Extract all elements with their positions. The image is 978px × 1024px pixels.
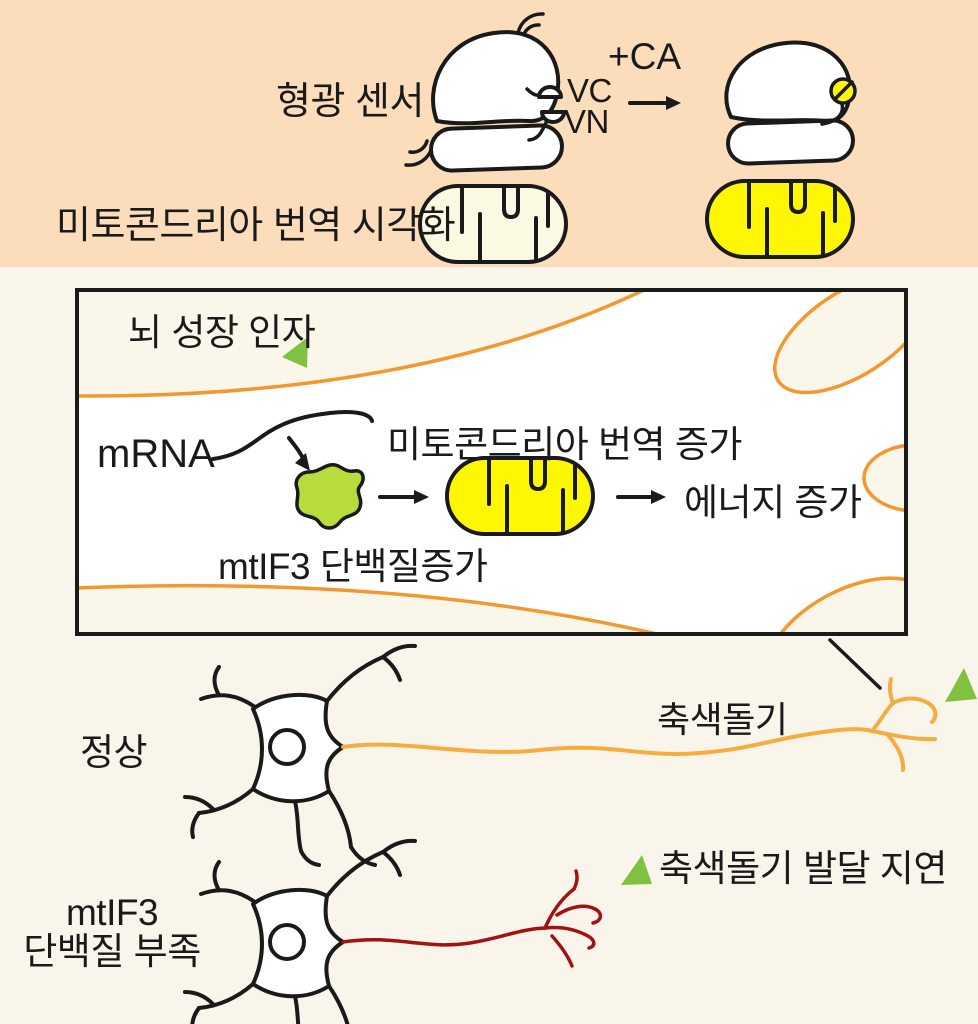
normal-axon: [341, 677, 938, 772]
ca-arrow-icon: [628, 96, 681, 110]
energy-increase-label: 에너지 증가: [684, 482, 862, 523]
large-subunit-icon: [431, 30, 561, 126]
membrane-lobe-top-right: [772, 292, 904, 395]
axon-membrane-group: [79, 292, 904, 632]
arrow-right-icon: [378, 490, 429, 504]
membrane-lobe-mid-right: [862, 444, 904, 512]
ca-label: +CA: [608, 36, 682, 77]
vc-label: VC: [567, 72, 612, 109]
membrane-bottom-curve: [79, 583, 657, 632]
split-ribosome-icon: [404, 12, 566, 173]
sensor-label: 형광 센서: [276, 81, 424, 123]
large-subunit-icon: [724, 40, 853, 124]
translation-increase-label: 미토콘드리아 번역 증가: [387, 424, 742, 465]
deficient-label: mtIF3 단백질 부족: [12, 893, 212, 971]
vc-fragment-icon: [537, 85, 563, 99]
protein-increase-label: mtIF3 단백질증가: [218, 546, 488, 587]
mtif3-protein-icon: [294, 463, 365, 530]
vn-linker-icon: [527, 119, 549, 142]
deficient-label-line1: mtIF3: [65, 892, 159, 933]
axon-label: 축색돌기: [657, 699, 788, 740]
translating-mitochondrion-icon: [445, 456, 595, 536]
membrane-exterior-top: [79, 292, 640, 397]
vn-fragment-icon: [540, 110, 566, 124]
fluorophore-linker-icon: [820, 102, 845, 126]
deficient-neuron-icon: [183, 838, 417, 1024]
vibration-arc-icon: [516, 12, 545, 35]
arrow-right-icon: [616, 490, 666, 504]
delay-label: 축색돌기 발달 지연: [659, 848, 947, 889]
vibration-arc-icon: [408, 139, 429, 154]
assembled-ribosome-icon: [724, 40, 857, 166]
growth-factor-triangle-icon: [282, 337, 308, 368]
vn-label: VN: [564, 103, 609, 140]
deficient-label-line2: 단백질 부족: [23, 931, 201, 972]
membrane-top-curve: [79, 292, 644, 398]
mrna-label: mRNA: [97, 432, 215, 476]
membrane-lobe-bottom-right: [765, 576, 904, 632]
mrna-path-icon: [211, 410, 374, 471]
visualization-label: 미토콘드리아 번역 시각화: [56, 205, 456, 247]
growth-factor-triangle-icon: [621, 855, 652, 885]
growth-factor-triangle-icon: [945, 668, 977, 702]
membrane-exterior-bottom: [79, 585, 649, 632]
stunted-axon: [341, 869, 603, 968]
growth-factor-label: 뇌 성장 인자: [128, 312, 316, 353]
small-subunit-icon: [726, 118, 855, 166]
fluorophore-slash-icon: [833, 80, 854, 101]
active-mitochondrion-icon: [705, 179, 855, 259]
small-subunit-icon: [429, 123, 564, 173]
zoom-pointer-line: [828, 638, 882, 690]
normal-label: 정상: [80, 732, 148, 773]
normal-neuron-icon: [183, 643, 417, 867]
